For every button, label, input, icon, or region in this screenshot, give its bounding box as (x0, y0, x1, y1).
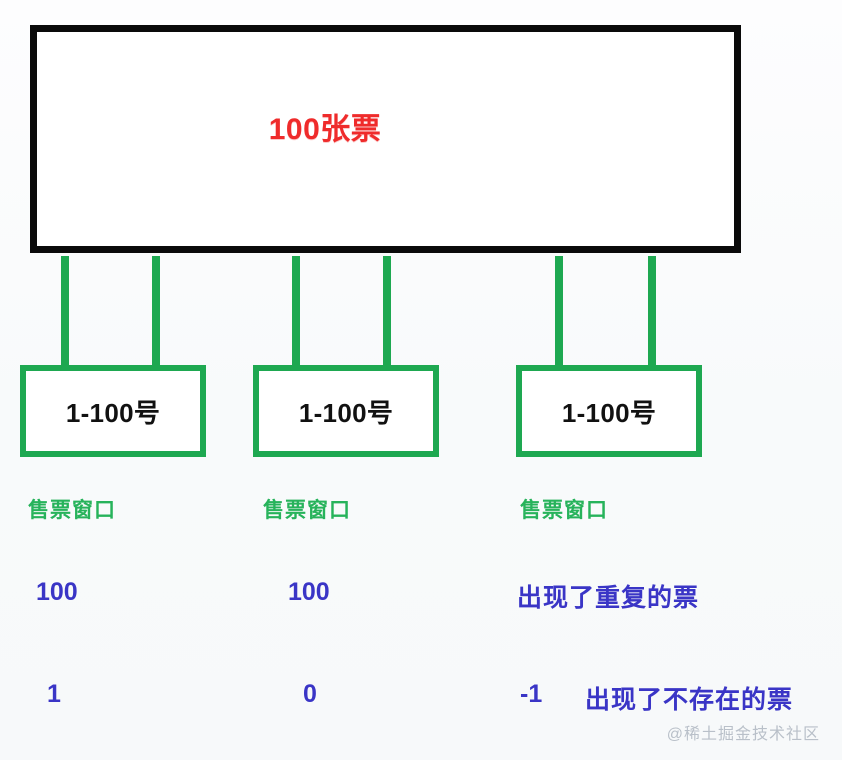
ticket-window-caption-3: 售票窗口 (520, 499, 608, 522)
ticket-pool-label: 100张票 (268, 113, 382, 146)
ticket-window-caption-1: 售票窗口 (28, 499, 116, 522)
connector-line-3b (648, 256, 656, 368)
ticket-window-box-1-label: 1-100号 (65, 397, 161, 428)
ticket-pool-box (30, 25, 741, 253)
ticket-window-box-2: 1-100号 (253, 365, 439, 457)
connector-line-1a (61, 256, 69, 368)
ticket-window-box-3: 1-100号 (516, 365, 702, 457)
connector-line-1b (152, 256, 160, 368)
connector-line-2a (292, 256, 300, 368)
duplicate-ticket-note: 出现了重复的票 (517, 584, 700, 612)
ticket-window-box-1: 1-100号 (20, 365, 206, 457)
oversold-count-value-2: 0 (303, 680, 317, 708)
oversold-count-value-1: 1 (47, 680, 61, 708)
ticket-window-caption-2: 售票窗口 (263, 499, 351, 522)
oversold-count-value-3: -1 (520, 680, 543, 708)
ticket-window-box-2-label: 1-100号 (298, 397, 394, 428)
connector-line-3a (555, 256, 563, 368)
nonexistent-ticket-note: 出现了不存在的票 (585, 686, 794, 714)
connector-line-2b (383, 256, 391, 368)
remaining-count-value-2: 100 (288, 578, 330, 606)
site-watermark: @稀土掘金技术社区 (666, 726, 820, 743)
remaining-count-value-1: 100 (36, 578, 78, 606)
ticket-window-box-3-label: 1-100号 (561, 397, 657, 428)
